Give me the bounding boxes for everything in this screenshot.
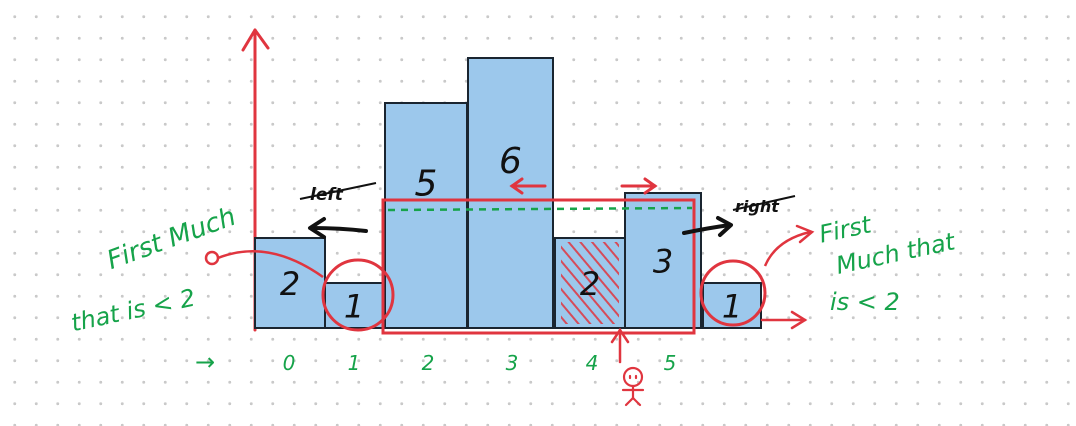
left-note-line2: that is < 2: [69, 284, 198, 338]
left-note: First Much: [103, 202, 240, 276]
right-arrow-label: right: [735, 197, 780, 216]
left-arrow-label: left: [310, 185, 344, 205]
bar-2: [384, 102, 468, 329]
right-note-arrow-icon: [763, 224, 815, 267]
bar-label-2: 5: [415, 164, 438, 205]
bar-5: [624, 192, 702, 329]
index-label-1: 1: [348, 351, 361, 375]
right-note: First Much that: [817, 210, 959, 280]
left-pointer-arrow-icon: [308, 217, 368, 239]
index-pointer-arrow-icon: [610, 327, 630, 364]
right-note-line1: First: [817, 210, 875, 249]
circle-left-smaller: [321, 258, 395, 332]
expand-left-arrow-icon: [509, 177, 547, 195]
bars: 2 1 5 6 2 3 1: [254, 57, 762, 329]
bar-label-0: 2: [280, 265, 300, 303]
bar-label-6: 1: [722, 288, 742, 326]
circle-right-smaller: [699, 259, 767, 327]
index-label-0: 0: [283, 351, 296, 375]
bar-3: [467, 57, 554, 329]
index-row-arrow-icon: →: [195, 348, 215, 376]
expand-right-arrow-icon: [620, 177, 658, 195]
index-label-5: 5: [664, 351, 677, 375]
right-note-line3: is < 2: [830, 288, 900, 316]
index-label-3: 3: [506, 351, 519, 375]
left-label-underline: [299, 182, 377, 200]
bar-label-1: 1: [344, 288, 364, 326]
index-label-4: 4: [586, 351, 599, 375]
stick-figure-icon: [621, 366, 645, 407]
left-note-2: that is < 2: [69, 284, 198, 338]
bar-4-hatch: [561, 242, 619, 324]
index-label-2: 2: [422, 351, 435, 375]
left-note-connector: [217, 250, 324, 279]
right-pointer-arrow-icon: [682, 216, 733, 237]
bar-label-4: 2: [580, 265, 600, 303]
index-labels: 0 1 2 3 4 5: [283, 351, 677, 375]
bar-label-3: 6: [499, 141, 522, 182]
left-connector-dot: [204, 250, 220, 266]
left-note-line1: First Much: [103, 202, 240, 276]
right-baseline-arrow-icon: [760, 310, 808, 330]
max-area-rectangle: [381, 198, 696, 335]
right-label-underline: [732, 195, 796, 211]
bar-label-5: 3: [653, 243, 673, 281]
water-level-line: [387, 206, 693, 212]
